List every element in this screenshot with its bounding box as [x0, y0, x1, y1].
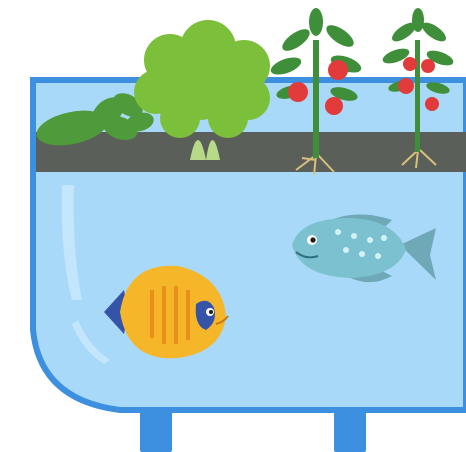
tank-leg-left	[140, 410, 172, 452]
grow-bed	[36, 132, 466, 172]
tank-leg-right	[334, 410, 366, 452]
